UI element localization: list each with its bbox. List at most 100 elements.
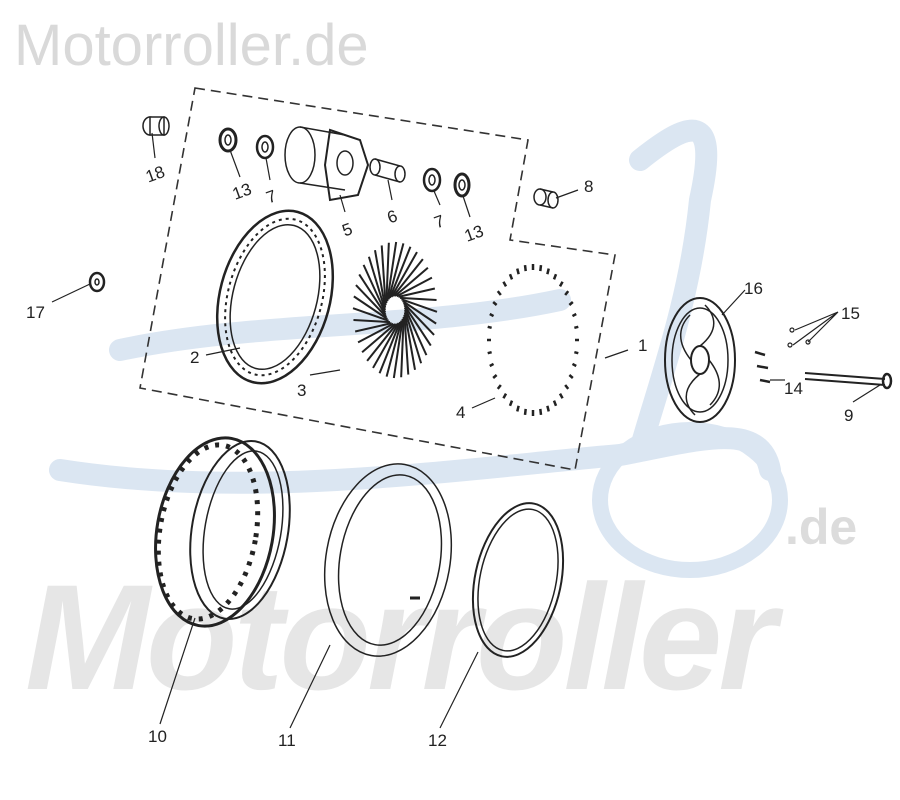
bearing-13b [453,172,471,198]
label-12: 12 [428,731,447,750]
leader-lines [51,132,881,729]
spoke-nipple [523,265,527,272]
spoke-nipple [574,325,579,330]
spacer-18 [142,116,170,136]
spoke-nipple [487,350,492,355]
spoke [392,318,404,379]
spoke [403,304,432,347]
parts [51,116,893,729]
spoke-nipple [487,325,492,330]
label-8: 8 [584,177,593,196]
watermark-de: .de [785,499,858,555]
spoke [372,322,400,369]
spoke [394,266,429,297]
label-3: 3 [297,381,306,400]
spoke-nipple [564,290,570,296]
label-13: 13 [462,221,486,245]
spoke [403,312,416,370]
rim-band-12 [471,502,565,658]
label-13: 13 [230,179,254,203]
spoke [386,241,398,302]
spoke-nipple [564,384,570,390]
spoke-nipple [552,273,558,280]
watermark-bottom: Motorroller [25,553,777,721]
spoke-nipple [489,312,495,318]
spoke [402,302,435,336]
label-9: 9 [844,406,853,425]
spoke-nipple [523,408,527,415]
spoke-nipple [502,393,508,399]
spoke [378,321,401,374]
label-11: 11 [278,731,296,750]
label-4: 4 [456,403,465,422]
spoke [362,264,387,313]
spoke-nipple [546,268,550,275]
label-14: 14 [784,379,803,398]
spoke [396,276,433,298]
label-2: 2 [190,348,199,367]
spoke [355,284,388,318]
spoke [392,258,424,297]
spoke-nipple [489,362,495,368]
spoke [361,323,396,354]
spoke [402,300,437,325]
spoke [387,243,405,300]
spoke-nipple [508,273,514,280]
bearing-13 [218,127,238,153]
spoke-nipple [492,374,498,379]
label-15: 15 [841,304,860,323]
hub-5 [284,126,370,202]
inner-tube-11 [323,463,453,657]
spoke [399,296,437,302]
spoke-nipple [568,301,574,306]
label-5: 5 [340,219,355,240]
spoke-nipple [516,268,520,275]
spoke [398,287,436,298]
spoke [400,316,405,378]
axle-9 [804,372,893,390]
spoke-nipple [496,290,502,296]
label-1: 1 [638,336,647,355]
spoke-nipple [492,301,498,306]
label-7: 7 [264,186,279,207]
spoke [380,245,387,306]
spoke [353,318,391,324]
spoke [385,242,390,304]
spoke [374,250,387,308]
nipples-4 [487,264,579,416]
spoke [390,251,418,298]
part-labels: 18 13 7 5 6 7 13 8 17 16 15 1 2 3 4 14 9… [26,162,860,750]
tire-10 [154,436,291,628]
label-18: 18 [143,162,167,186]
spoke [366,323,398,362]
label-7: 7 [432,211,447,232]
label-10: 10 [148,727,167,746]
spoke [367,256,386,311]
spoke-nipple [552,400,558,407]
spoke-nipple [558,281,564,287]
sleeve-6 [369,158,406,183]
spoke [352,307,389,322]
rim-2 [215,209,335,385]
screws-15 [787,327,811,348]
spoke-nipple [571,362,577,368]
spoke [358,273,387,316]
spoke-nipple [496,384,502,390]
spoke [357,322,394,344]
brake-disc-16 [664,297,736,423]
spoke [404,309,423,364]
spoke-nipple [502,281,508,287]
label-6: 6 [385,206,400,227]
spokes-3 [352,241,438,379]
seal-7b [422,167,442,193]
spoke [353,295,388,320]
spoke-nipple [558,393,564,399]
label-17: 17 [26,303,45,322]
spoke-nipple [568,374,574,379]
spoke [385,320,403,377]
spoke [403,314,410,375]
spoke [389,246,412,299]
seal-7 [255,134,275,160]
spoke-nipple [516,405,520,412]
